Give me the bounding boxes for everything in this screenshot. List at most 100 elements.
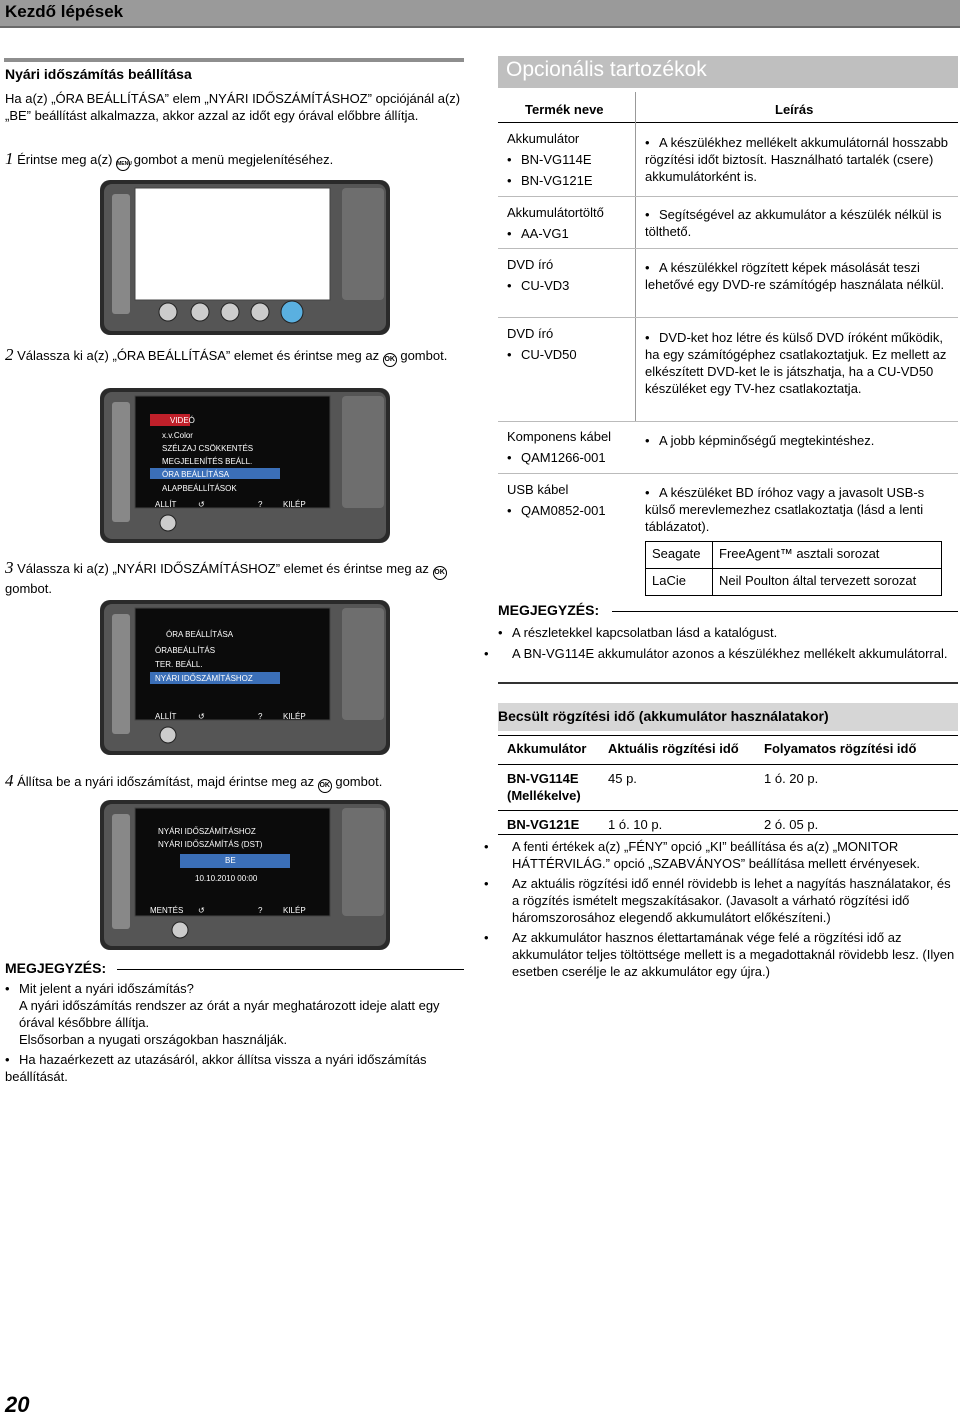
note-item: Mit jelent a nyári időszámítás? A nyári …: [5, 980, 465, 1085]
screen-menu-item: TER. BEÁLL.: [155, 660, 203, 669]
row-rule: [498, 196, 958, 197]
page-header-title: Kezdő lépések: [5, 2, 124, 21]
product-name: Komponens kábel: [507, 429, 612, 444]
row-rule: [498, 317, 958, 318]
screen-menu-item: x.v.Color: [162, 431, 193, 440]
step-number: 3: [5, 558, 14, 577]
product-description: A jobb képminőségű megtekintéshez.: [645, 432, 953, 449]
step-number: 4: [5, 771, 14, 790]
step-1: 1 Érintse meg a(z) MENU gombot a menü me…: [5, 150, 465, 171]
screen-menu-item: VIDEÓ: [170, 416, 195, 425]
rec-notes: A fenti értékek a(z) „FÉNY” opció „KI” b…: [498, 838, 958, 980]
note-line: A BN-VG114E akkumulátor azonos a készülé…: [498, 645, 958, 662]
product-cell: Akkumulátortöltő AA-VG1: [507, 204, 632, 242]
product-cell: Komponens kábel QAM1266-001: [507, 428, 632, 466]
rec-actual-cell: 1 ó. 10 p.: [608, 817, 663, 832]
table-rule: [498, 735, 958, 736]
screen-button: ?: [258, 906, 263, 915]
product-description: DVD-ket hoz létre és külső DVD íróként m…: [645, 329, 953, 397]
product-model: BN-VG114E: [507, 151, 632, 168]
hdd-series-cell: FreeAgent™ asztali sorozat: [712, 541, 942, 569]
product-cell: USB kábel QAM0852-001: [507, 481, 632, 519]
screen-menu-item: ÓRA BEÁLLÍTÁSA: [166, 630, 234, 639]
camera-image-menu: [100, 180, 390, 335]
step-text: Válassza ki a(z) „ÓRA BEÁLLÍTÁSA” elemet…: [17, 348, 380, 363]
page-number: 20: [5, 1392, 30, 1417]
rec-continuous-cell: 2 ó. 05 p.: [764, 817, 819, 832]
section-rule: [4, 58, 464, 62]
step-4: 4 Állítsa be a nyári időszámítást, majd …: [5, 772, 465, 793]
screen-button: ALLÍT: [155, 500, 177, 509]
row-rule: [498, 810, 958, 811]
screen-menu-item: ALAPBEÁLLÍTÁSOK: [162, 484, 237, 493]
step-text: Válassza ki a(z) „NYÁRI IDŐSZÁMÍTÁSHOZ” …: [17, 561, 429, 576]
menu-icon: MENU: [116, 157, 132, 171]
rec-continuous-cell: 1 ó. 20 p.: [764, 771, 819, 786]
header-band: [0, 0, 960, 26]
note-title: MEGJEGYZÉS:: [498, 602, 600, 618]
step-text: gombot.: [5, 581, 52, 596]
rec-actual-cell: 45 p.: [608, 771, 637, 786]
column-divider: [635, 92, 636, 422]
hdd-series-cell: Neil Poulton által tervezett sorozat: [712, 568, 942, 596]
screen-button: ?: [258, 500, 263, 509]
product-name: Akkumulátor: [507, 131, 580, 146]
product-model: BN-VG121E: [507, 172, 632, 189]
rec-note: Az akkumulátor hasznos élettartamának vé…: [498, 929, 958, 980]
note-line: A nyári időszámítás rendszer az órát a n…: [19, 998, 440, 1030]
screen-menu-item: NYÁRI IDŐSZÁMÍTÁS (DST): [158, 840, 263, 849]
screen-button: KILÉP: [283, 906, 306, 915]
product-description: Segítségével az akkumulátor a készülék n…: [645, 206, 953, 240]
step-text: gombot.: [335, 774, 383, 789]
optional-title: Opcionális tartozékok: [506, 58, 707, 81]
screen-button: ↺: [198, 500, 205, 509]
screen-value: BE: [225, 856, 236, 865]
product-name: Akkumulátortöltő: [507, 205, 604, 220]
ok-icon: OK: [432, 566, 447, 580]
note-rule: [117, 969, 464, 970]
screen-menu-item: SZÉLZAJ CSÖKKENTÉS: [162, 444, 254, 453]
step-text: gombot.: [400, 348, 448, 363]
screen-menu-item-selected: ÓRA BEÁLLÍTÁSA: [162, 470, 230, 479]
step-text: Érintse meg a(z): [17, 152, 113, 167]
product-description: A készülékkel rögzített képek másolását …: [645, 259, 953, 293]
section-title: Nyári időszámítás beállítása: [5, 66, 192, 82]
product-description: A készülékhez mellékelt akkumulátornál h…: [645, 134, 953, 185]
product-model: QAM0852-001: [507, 502, 632, 519]
optional-title-band: [498, 56, 958, 88]
rec-header-continuous: Folyamatos rögzítési idő: [764, 741, 917, 756]
camera-image-menu-list: VIDEÓ x.v.Color SZÉLZAJ CSÖKKENTÉS MEGJE…: [100, 388, 390, 543]
screen-menu-item: ÓRABEÁLLÍTÁS: [155, 646, 216, 655]
screen-button: KILÉP: [283, 500, 306, 509]
rec-header-actual: Aktuális rögzítési idő: [608, 741, 739, 756]
table-rule: [498, 764, 958, 765]
product-cell: DVD író CU-VD50: [507, 325, 632, 363]
screen-menu-item: MEGJELENÍTÉS BEÁLL.: [162, 457, 253, 466]
screen-button: ?: [258, 712, 263, 721]
section-rule: [498, 682, 958, 684]
step-number: 1: [5, 149, 14, 168]
product-name: DVD író: [507, 326, 554, 341]
product-model: CU-VD3: [507, 277, 632, 294]
row-rule: [498, 248, 958, 249]
step-3: 3 Válassza ki a(z) „NYÁRI IDŐSZÁMÍTÁSHOZ…: [5, 559, 465, 597]
note-rule: [612, 611, 958, 612]
note-title: MEGJEGYZÉS:: [5, 960, 107, 976]
rec-note: A fenti értékek a(z) „FÉNY” opció „KI” b…: [498, 838, 958, 872]
product-description: A készüléket BD íróhoz vagy a javasolt U…: [645, 484, 953, 535]
product-model: CU-VD50: [507, 346, 632, 363]
step-text: gombot a menü megjelenítéséhez.: [133, 152, 334, 167]
note-line: A részletekkel kapcsolatban lásd a katal…: [498, 624, 958, 641]
camera-image-dst-setting: NYÁRI IDŐSZÁMÍTÁSHOZ NYÁRI IDŐSZÁMÍTÁS (…: [100, 800, 390, 950]
step-text: Állítsa be a nyári időszámítást, majd ér…: [17, 774, 315, 789]
rec-title-band: [498, 703, 958, 731]
screen-button: ↺: [198, 712, 205, 721]
rec-battery-cell: BN-VG121E: [507, 817, 580, 832]
note-line: Elsősorban a nyugati országokban használ…: [19, 1032, 288, 1047]
rec-battery-cell: BN-VG114E (Mellékelve): [507, 771, 581, 803]
note-line: Mit jelent a nyári időszámítás?: [5, 980, 465, 997]
hdd-brand-cell: LaCie: [645, 568, 713, 596]
column-header-product: Termék neve: [525, 102, 604, 117]
screen-button: KILÉP: [283, 712, 306, 721]
product-cell: Akkumulátor BN-VG114E BN-VG121E: [507, 130, 632, 189]
